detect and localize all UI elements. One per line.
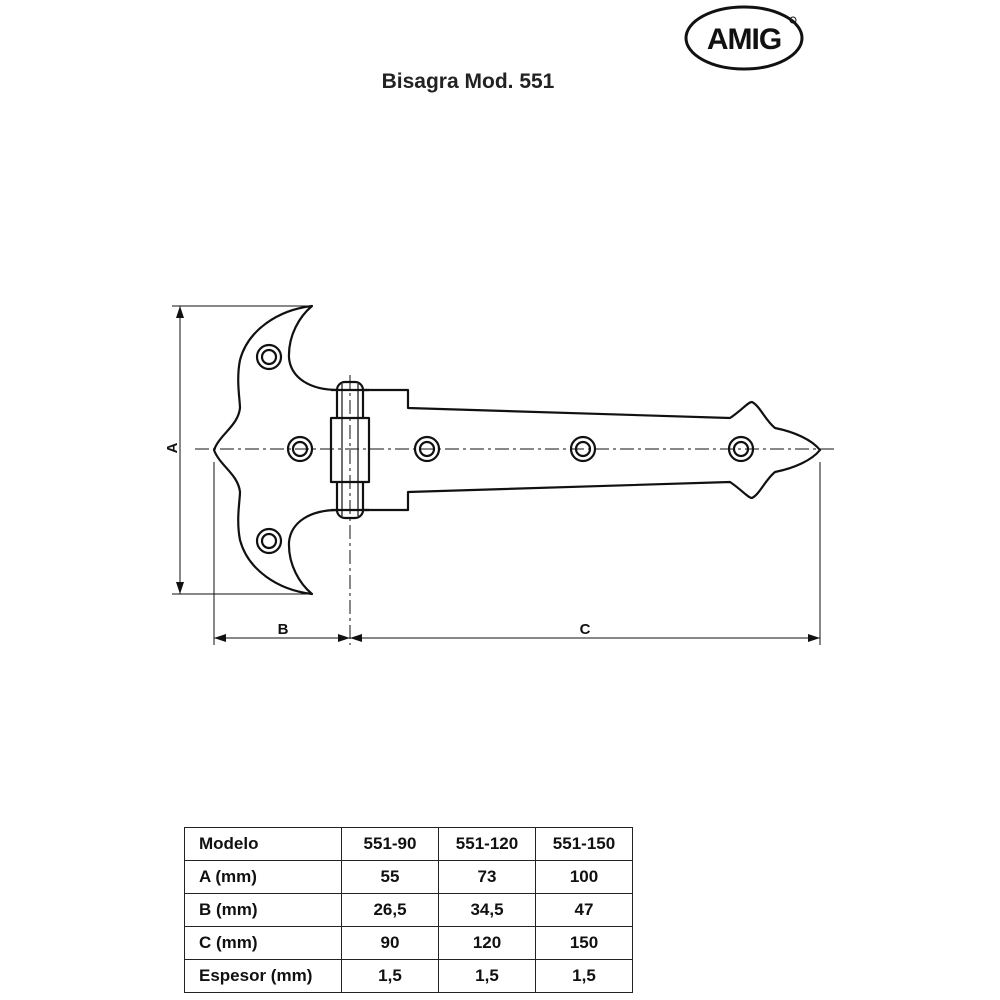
left-leaf-outline	[212, 304, 340, 596]
table-header-cell: Modelo	[184, 827, 342, 861]
amig-logo: AMIG	[684, 5, 804, 71]
dimension-b-label: B	[278, 621, 289, 638]
dimension-c-label: C	[580, 621, 591, 638]
logo-text: AMIG	[707, 23, 781, 56]
table-cell: 120	[438, 926, 536, 960]
table-cell: 1,5	[341, 959, 439, 993]
table-header-cell: 551-150	[535, 827, 633, 861]
table-cell: 55	[341, 860, 439, 894]
table-cell: 34,5	[438, 893, 536, 927]
table-cell: 100	[535, 860, 633, 894]
table-cell: 1,5	[535, 959, 633, 993]
screw-hole-top	[255, 343, 283, 371]
dimension-a-label: A	[164, 442, 181, 453]
page-title: Bisagra Mod. 551	[381, 70, 555, 93]
right-leaf-outline	[360, 388, 822, 512]
table-cell: 1,5	[438, 959, 536, 993]
hinge-drawing: A B C	[164, 304, 835, 645]
table-row-label: C (mm)	[184, 926, 342, 960]
table-row-label: B (mm)	[184, 893, 342, 927]
table-cell: 150	[535, 926, 633, 960]
table-cell: 73	[438, 860, 536, 894]
table-header-cell: 551-90	[341, 827, 439, 861]
table-row-label: A (mm)	[184, 860, 342, 894]
table-cell: 47	[535, 893, 633, 927]
table-header-row: Modelo 551-90 551-120 551-150	[184, 827, 633, 861]
table-header-cell: 551-120	[438, 827, 536, 861]
table-cell: 90	[341, 926, 439, 960]
table-row: B (mm) 26,5 34,5 47	[184, 893, 633, 927]
screw-hole-bottom	[255, 527, 283, 555]
table-row-label: Espesor (mm)	[184, 959, 342, 993]
table-row: Espesor (mm) 1,5 1,5 1,5	[184, 959, 633, 993]
table-row: C (mm) 90 120 150	[184, 926, 633, 960]
spec-table: Modelo 551-90 551-120 551-150 A (mm) 55 …	[184, 827, 633, 993]
table-cell: 26,5	[341, 893, 439, 927]
table-row: A (mm) 55 73 100	[184, 860, 633, 894]
